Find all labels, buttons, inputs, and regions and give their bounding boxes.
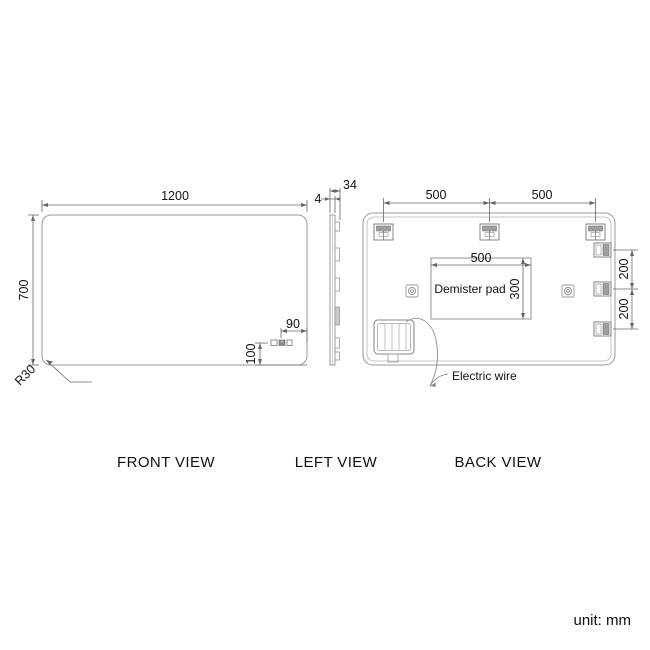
- unit-note: unit: mm: [573, 612, 631, 629]
- back-side-spacing-bottom-value: 200: [617, 299, 631, 320]
- left-view-label: LEFT VIEW: [295, 454, 378, 471]
- front-switch-bottom-offset-dimension: 100: [244, 342, 307, 366]
- front-view-mirror-outline: [41, 214, 308, 366]
- back-top-spacing-right-value: 500: [532, 188, 553, 202]
- left-view-bracket-tabs: [334, 221, 340, 361]
- back-view-fixing-points: [405, 284, 575, 298]
- top-bracket: [479, 223, 500, 241]
- side-bracket: [593, 321, 612, 337]
- front-switch-right-offset-value: 90: [286, 317, 300, 331]
- fixing-point: [405, 284, 419, 298]
- fixing-point: [561, 284, 575, 298]
- demister-pad-outline: [430, 257, 532, 320]
- left-view-front-thickness-dimension: 4: [315, 192, 340, 213]
- junction-box: [373, 319, 415, 363]
- front-view-label: FRONT VIEW: [117, 454, 215, 471]
- touch-switch-icon: [270, 339, 293, 346]
- top-bracket: [373, 223, 394, 241]
- demister-pad-width-value: 500: [471, 251, 492, 265]
- left-view-front-thickness-value: 4: [315, 192, 322, 206]
- side-bracket: [593, 242, 612, 258]
- electric-wire-path: [405, 317, 439, 387]
- front-width-dimension: 1200: [41, 189, 308, 212]
- top-bracket: [585, 223, 606, 241]
- left-view-depth-value: 34: [343, 178, 357, 192]
- front-height-dimension: 700: [17, 214, 39, 366]
- back-view-label: BACK VIEW: [455, 454, 542, 471]
- demister-pad-group: Demister pad 500 300: [430, 251, 532, 320]
- demister-pad-height-value: 300: [508, 279, 522, 300]
- back-view-top-spacing-dimensions: 500 500: [383, 188, 596, 222]
- junction-box-outlet: [387, 353, 399, 363]
- electric-wire-label: Electric wire: [452, 369, 517, 383]
- back-view-side-brackets: [593, 242, 612, 337]
- back-side-spacing-top-value: 200: [617, 259, 631, 280]
- front-view-group: 1200 700 R30: [12, 189, 308, 388]
- back-view-top-brackets: [373, 223, 606, 241]
- back-view-group: 500 500: [362, 188, 638, 387]
- front-width-value: 1200: [161, 189, 189, 203]
- front-switch-bottom-offset-value: 100: [244, 344, 258, 365]
- electric-wire-group: Electric wire: [405, 317, 517, 387]
- left-view-depth-dimension: 34: [329, 178, 357, 220]
- demister-pad-label: Demister pad: [434, 282, 505, 296]
- electric-wire-leader: [429, 373, 449, 387]
- left-view-group: 4 34: [315, 178, 357, 366]
- back-top-spacing-left-value: 500: [426, 188, 447, 202]
- front-switch-right-offset-dimension: 90: [280, 317, 308, 342]
- side-bracket: [593, 281, 612, 297]
- front-height-value: 700: [17, 280, 31, 301]
- back-view-side-spacing-dimensions: 200 200: [613, 249, 638, 330]
